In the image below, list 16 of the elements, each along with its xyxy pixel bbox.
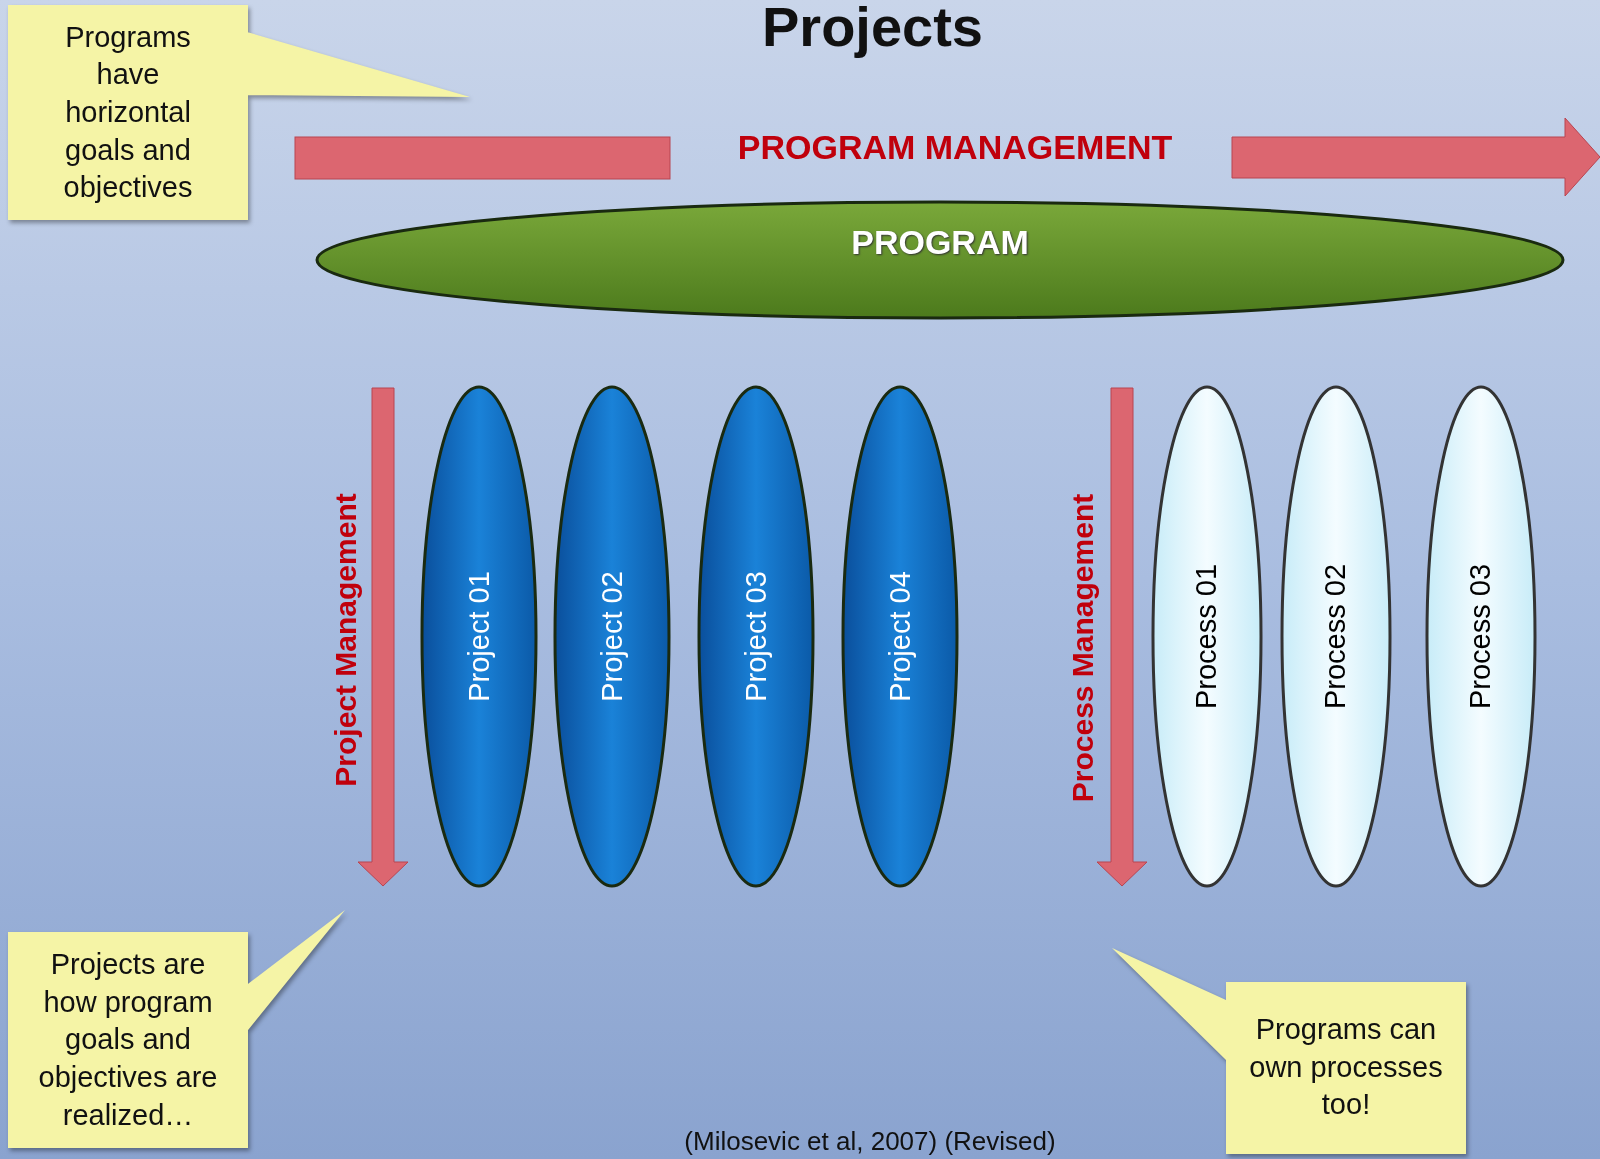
citation: (Milosevic et al, 2007) (Revised) — [683, 1126, 1057, 1157]
process-label: Process 02 — [1319, 563, 1353, 710]
process-label: Process 03 — [1464, 563, 1498, 710]
callout-text: Projects are how program goals and objectives are realized… — [37, 946, 219, 1133]
project-label: Project 04 — [883, 571, 917, 702]
arrow-label: Process Management — [1066, 493, 1100, 803]
callout-text: Programs can own processes too! — [1248, 1012, 1444, 1123]
callout-text: Programs have horizontal goals and objectives — [62, 19, 194, 206]
project-label: Project 03 — [739, 571, 773, 702]
title: Projects — [761, 0, 984, 59]
project-label: Project 01 — [462, 571, 496, 702]
program-label: PROGRAM — [851, 222, 1029, 262]
project-label: Project 02 — [595, 571, 629, 702]
arrow-label: Project Management — [329, 493, 363, 787]
process-label: Process 01 — [1190, 563, 1224, 710]
arrow-label: PROGRAM MANAGEMENT — [736, 128, 1174, 167]
